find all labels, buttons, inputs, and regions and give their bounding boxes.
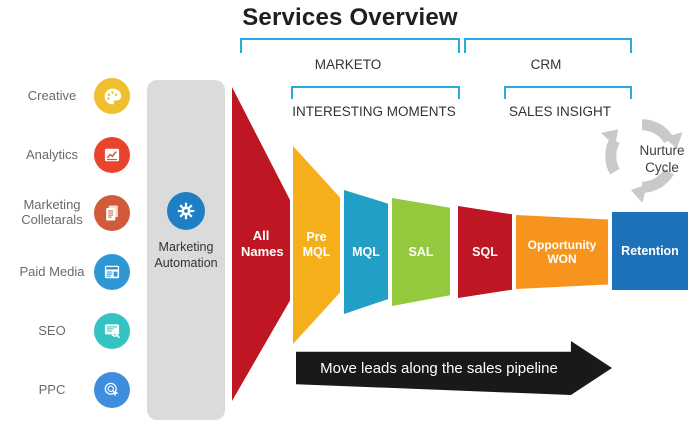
marketo-bracket — [240, 38, 460, 53]
browser-icon — [94, 254, 130, 290]
funnel-stage-opportunity-won: Opportunity WON — [516, 215, 608, 289]
documents-icon — [94, 195, 130, 231]
pipeline-arrow: Move leads along the sales pipeline — [296, 341, 612, 395]
palette-icon — [94, 78, 130, 114]
crm-bracket — [464, 38, 632, 53]
sidebar-item-creative: Creative — [0, 77, 132, 115]
funnel-stage-pre-mql: Pre MQL — [293, 146, 340, 344]
funnel-stage-label: SQL — [472, 244, 498, 259]
seo-icon — [94, 313, 130, 349]
sidebar-item-label: Creative — [27, 87, 77, 103]
crm-label: CRM — [530, 57, 562, 72]
gear-icon — [167, 192, 205, 230]
marketo-label: MARKETO — [314, 57, 382, 72]
funnel-stage-sal: SAL — [392, 198, 450, 306]
page-title: Services Overview — [242, 4, 458, 31]
funnel-stage-label: SAL — [408, 244, 434, 259]
click-icon — [94, 372, 130, 408]
sidebar-item-label: Analytics — [25, 146, 79, 162]
funnel-stage-all-names: All Names — [232, 87, 290, 401]
funnel-stage-label: Retention — [621, 243, 679, 258]
sidebar-item-ppc: PPC — [0, 371, 132, 409]
sidebar-item-seo: SEO — [0, 312, 132, 350]
sales-insight-label: SALES INSIGHT — [508, 104, 612, 119]
funnel-stage-retention: Retention — [612, 212, 688, 290]
pipeline-arrow-label: Move leads along the sales pipeline — [320, 359, 558, 377]
funnel-stage-label: Pre MQL — [302, 230, 331, 259]
funnel-stage-label: All Names — [241, 228, 284, 259]
interesting-moments-bracket — [291, 86, 460, 99]
marketing-automation-label: Marketing Automation — [154, 240, 218, 270]
sidebar-item-label: Marketing Colletarals — [21, 197, 83, 227]
sidebar-item-label: PPC — [38, 381, 66, 397]
nurture-cycle-label: Nurture Cycle — [639, 143, 685, 175]
sidebar-item-label: Paid Media — [19, 263, 85, 279]
funnel-stage-sql: SQL — [458, 206, 512, 298]
sales-insight-bracket — [504, 86, 632, 99]
sidebar-item-analytics: Analytics — [0, 136, 132, 174]
interesting-moments-label: INTERESTING MOMENTS — [292, 104, 456, 119]
sidebar-item-label: SEO — [38, 322, 66, 338]
funnel-stage-label: MQL — [352, 244, 380, 259]
sidebar-item-paid-media: Paid Media — [0, 253, 132, 291]
funnel-stage-label: Opportunity WON — [527, 237, 597, 266]
sidebar-item-marketing-collaterals: Marketing Colletarals — [0, 194, 132, 232]
chart-icon — [94, 137, 130, 173]
marketing-automation-bar — [147, 80, 225, 420]
funnel-stage-mql: MQL — [344, 190, 388, 314]
